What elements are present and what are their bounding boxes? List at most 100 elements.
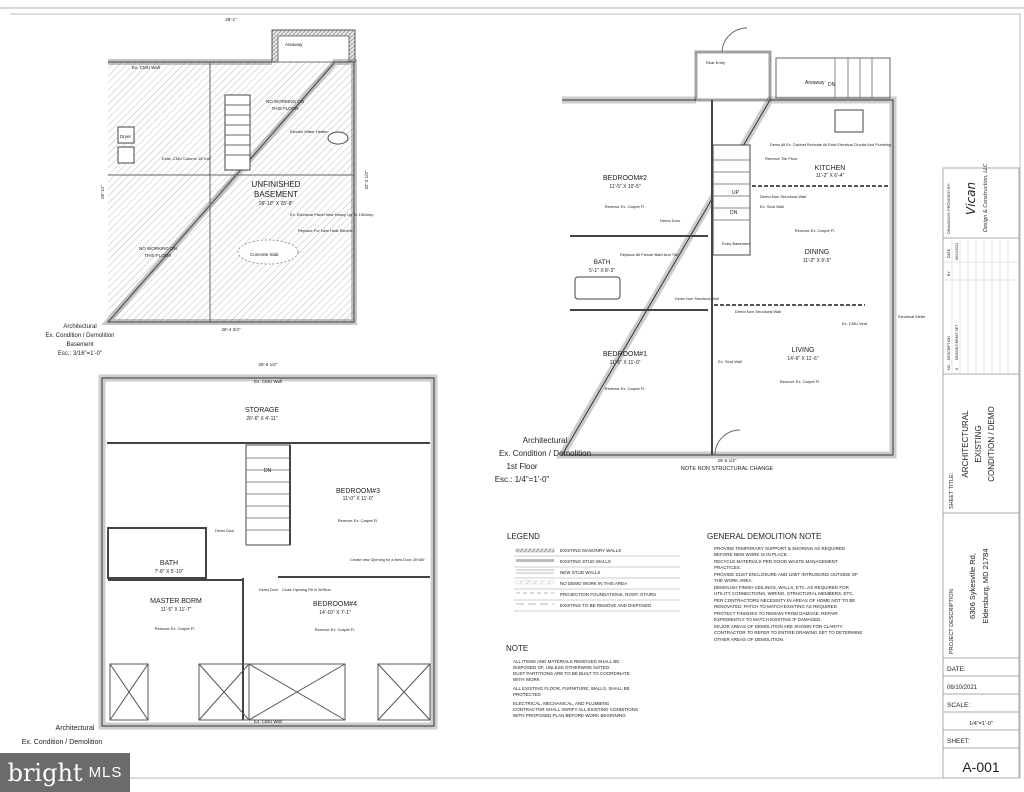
second-floor-dim-top: 26'-6 1/2" [259,362,278,367]
title-block-sheet-title-label: SHEET TITLE: [949,472,955,509]
title-block-sheet-title-2: EXISTING [974,425,983,462]
first-floor-plan: Rear Entry Areaway DN BEDROOM#2 11'-5" X… [495,27,926,484]
title-block-rev-a-date: 06/10/2021 [955,242,959,260]
second-floor-dn: DN [264,468,272,474]
first-floor-note-bottom: NOTE NON STRUCTURAL CHANGE [681,466,774,472]
basement-room-title: UNFINISHED [252,180,301,189]
general-note-lines-12: MAJOR AREAS OF DEMOLITION ARE SHOWN FOR … [714,624,843,629]
note-lines-8: WITH PROPOSED PLAN BEFORE WORK BEGINNING [513,713,626,718]
first-floor-entry-basement: Entry Basement [722,241,751,246]
basement-concrete-slab: Concrete Slab [250,252,279,257]
legend-items-5: EXISTING TO BE REMOVE AND DISPOSED [560,603,652,608]
legend-items-3: NO DEMO WORK IN THIS AREA [560,581,627,586]
title-block-project-label: PROJECT DESCRIPTION: [949,587,955,654]
sheet-title: ARCHITECTURAL [961,410,970,478]
room-label-master-bdrm: MASTER BDRM [150,598,202,605]
general-note-lines-14: OTHER AREAS OF DEMOLITION. [714,637,784,642]
general-note-lines-8: PER CONTRACTORS NECESSITY IN AREAS OF HO… [714,598,855,603]
title-block-date: 06/10/2021 [947,685,978,691]
basement-no-work-1: NO WORKING ON [139,246,177,251]
basement-areaway: Areaway [285,42,303,47]
first-floor-demo-wall: Demo Non Structural Wall [760,194,806,199]
general-note-lines-13: CONTRACTOR TO REFER TO ENTIRE DRAWING SE… [714,630,862,635]
room-label-kitchen: KITCHEN [815,165,846,172]
legend-title: LEGEND [507,532,540,541]
second-floor-wall-label: Ex. CMU Wall [254,379,282,384]
basement-plan: Ex. CMU Wall Areaway Dryer Electric Wate… [45,17,374,357]
first-floor-bath-note: Replace All Fixture Bath And Tile [620,252,679,257]
note-lines-5: PROTECTED [513,692,542,697]
room-label-bath: BATH [594,259,611,266]
basement-wall-label: Ex. CMU Wall [132,65,160,70]
basement-replace-note: Replace For New Heat Electric [298,228,353,233]
title-block-sheet-label: SHEET: [947,738,970,745]
general-note-lines-6: DEMOLISH FINISH CEILINGS, WALLS, ETC. AS… [714,585,850,590]
first-floor-areaway: Areaway [805,80,825,86]
second-floor-caption: Architectural [56,725,95,732]
basement-caption: Architectural [63,324,96,330]
first-floor-rooms-0-dims: 11'-5" X 10'-5" [609,184,640,190]
first-floor-remove-tile: Remove Tile Floor [765,156,798,161]
basement-panel-note: Ex. Electrical Panel New Heavy Up To 150… [290,212,374,217]
note-lines-7: CONTRACTOR SHALL VERIFY ALL EXISTING CON… [513,707,638,712]
second-floor-rooms-0-dims: 26'-6" X 4'-11" [246,416,277,422]
basement-stairs [224,94,251,171]
note-title: NOTE [506,644,528,653]
second-floor-wall-label: Ex. CMU Wall [254,719,282,724]
basement-dim-left: 26'-11" [100,185,105,199]
first-floor-dim-bottom: 26'-6 1/2" [718,458,737,463]
basement-no-work-1: NO WORKING ON [266,99,304,104]
basement-dim-top: 28'-1" [225,17,237,22]
general-note-lines-0: PROVIDE TEMPORARY SUPPORT & SHORING AS R… [714,546,846,551]
first-floor-caption-3: 1st Floor [506,462,537,471]
first-floor-stud-wall: Ex. Stud Wall [760,204,784,209]
first-floor-remove-carpet: Remove Ex. Carpet Fl. [605,386,645,391]
title-block-rev-no: NO. [947,364,951,370]
second-floor-new-opening: Create new Opening for a New Door 28"x80… [350,558,426,562]
first-floor-rooms-4-dims: 11'-2" X 9'-5" [803,258,832,264]
first-floor-dn: DN [828,82,836,88]
title-block-sheet-title-3: CONDITION / DEMO [987,406,996,482]
basement-caption-2: Ex. Condition / Demolition [45,333,114,339]
first-floor-remove-carpet: Remove Ex. Carpet Fl. [605,204,645,209]
room-label-bedroom3: BEDROOM#3 [336,488,380,495]
basement-room-title-2: BASEMENT [254,190,298,199]
room-label-dining: DINING [805,249,830,256]
first-floor-rooms-5-dims: 14'-6" X 11'-6" [787,356,818,362]
note-lines-3: WITH WORK [513,677,540,682]
first-floor-dn: DN [730,210,738,216]
general-note-lines-2: RECYCLE MATERIALS PER GOOD WASTE MANAGEM… [714,559,838,564]
title-block-rev-desc: DESCRIPTION [947,336,951,360]
legend: LEGEND EXISTING MASONRY WALLS EXISTING S… [507,532,680,612]
room-label-storage: STORAGE [245,407,279,414]
room-label-bedroom1: BEDROOM#1 [603,351,647,358]
title-block-company: Design & Construction, LLC [983,163,989,232]
legend-items-1: EXISTING STUD WALLS [560,559,611,564]
second-floor-caption-2: Ex. Condition / Demolition [22,739,103,746]
second-floor-demo-door: Demo Door [215,529,235,533]
first-floor-demo-wall: Demo Non Structural Wall [735,309,781,314]
first-floor-caption-4: Esc.: 1/4"=1'-0" [495,475,550,484]
basement-dim-right: 32'-3 1/2" [364,170,369,189]
first-floor-demo-door: Demo Door [660,218,681,223]
first-floor-remove-carpet: Remove Ex. Carpet Fl. [780,379,820,384]
general-note-lines-3: PRACTICES. [714,565,741,570]
title-block-rev-a-desc: DESIGN PERMIT SET [955,324,959,360]
title-block-date-label: DATE: [947,666,966,673]
note: NOTE ALL ITEMS AND MATERIALS REMOVED SHA… [506,644,638,718]
second-floor-remove-carpet: Remove Ex. Carpet Fl. [155,626,195,631]
watermark-suffix: MLS [88,764,123,781]
general-note-lines-9: RENOVATED. PATCH TO MATCH EXISTING AS RE… [714,604,838,609]
title-block-rev-by: BY [947,271,951,276]
general-note-lines-7: UTILITY CONNECTIONS, WIRING, STRUCTURAL … [714,591,854,596]
basement-no-work-2: THIS FLOOR [271,106,299,111]
title-block: DRAWINGS PROVIDED BY: Vican Design & Con… [942,163,1020,779]
note-lines-1: DISPOSED OF, UNLESS OTHERWISE NOTED. [513,665,610,670]
second-floor-rooms-2-dims: 7'-8" X 5'-10" [155,569,184,575]
first-floor-caption-2: Ex. Condition / Demolition [499,449,591,458]
second-floor-remove-carpet: Remove Ex. Carpet Fl. [315,627,355,632]
title-block-scale: 1/4"=1'-0" [969,721,993,727]
project-address: 6306 Sykesville Rd, [968,553,977,619]
general-note-lines-5: THE WORK AREA. [714,578,753,583]
